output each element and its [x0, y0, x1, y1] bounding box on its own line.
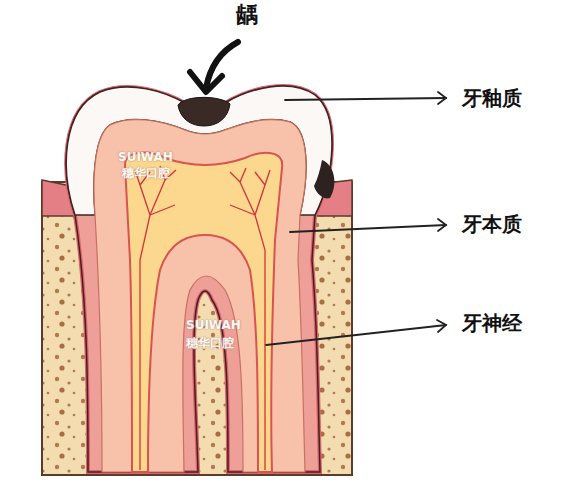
caries-cavity [178, 97, 230, 126]
pulp [125, 153, 282, 472]
nerve-vessels [135, 166, 270, 470]
dentin [94, 120, 306, 472]
watermark: SUIWAH [186, 318, 241, 332]
watermark: 穗华口腔 [122, 166, 170, 180]
root [66, 86, 332, 472]
tooth-outline [66, 86, 332, 472]
caries-side [314, 160, 334, 198]
watermark: SUIWAH [118, 150, 173, 164]
part-label: 牙本质 [462, 212, 522, 236]
caries-arrow [190, 42, 238, 92]
caries-label: 龋 [236, 2, 258, 28]
part-label: 牙神经 [462, 311, 522, 335]
watermark: 穗华口腔 [186, 336, 234, 350]
part-label: 牙釉质 [462, 86, 522, 110]
leader-line [266, 92, 446, 345]
